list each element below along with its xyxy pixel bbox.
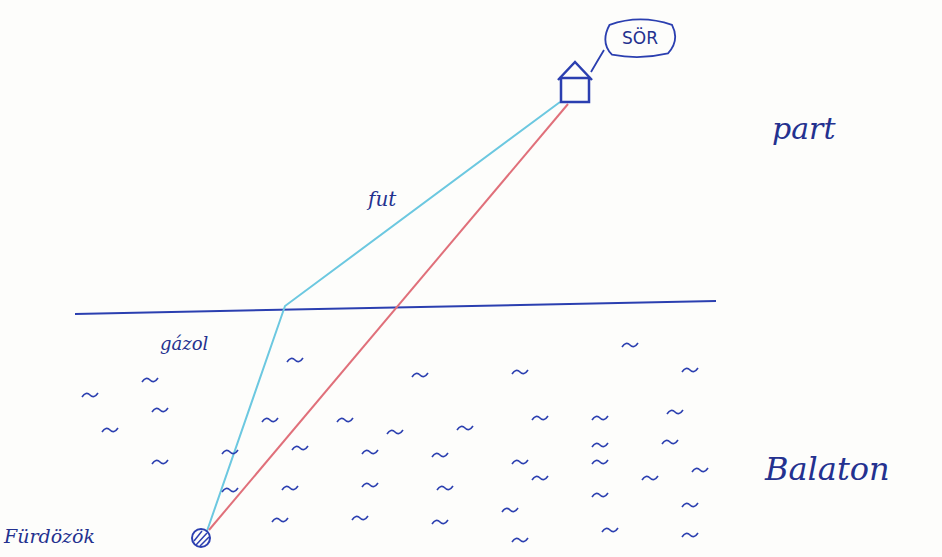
wave-stroke <box>412 373 428 377</box>
wave-stroke <box>512 538 528 542</box>
wave-stroke <box>287 358 303 362</box>
wave-stroke <box>622 343 638 347</box>
water-waves <box>82 343 708 542</box>
wave-stroke <box>437 486 453 490</box>
path-label: fut <box>368 188 396 210</box>
straight-path <box>209 104 568 530</box>
wave-stroke <box>642 476 658 480</box>
wave-stroke <box>82 393 98 397</box>
region-label: part <box>772 112 836 145</box>
wave-stroke <box>352 516 368 520</box>
wave-stroke <box>592 416 608 420</box>
region-label: Balaton <box>765 452 890 487</box>
wave-stroke <box>682 503 698 507</box>
wave-stroke <box>362 483 378 487</box>
house-icon <box>558 62 592 102</box>
wave-stroke <box>152 408 168 412</box>
wave-stroke <box>142 378 158 382</box>
wave-stroke <box>272 518 288 522</box>
bubble-text: SÖR <box>622 28 658 48</box>
wave-stroke <box>512 460 528 464</box>
speech-bubble: SÖR <box>600 16 680 60</box>
wave-stroke <box>222 488 238 492</box>
wave-stroke <box>532 416 548 420</box>
bathers-icon <box>192 529 210 547</box>
wave-stroke <box>692 468 708 472</box>
wave-stroke <box>592 443 608 447</box>
wave-stroke <box>662 440 678 444</box>
figure-label: Fürdözök <box>4 526 95 547</box>
wave-stroke <box>512 370 528 374</box>
wave-stroke <box>592 493 608 497</box>
wave-stroke <box>152 460 168 464</box>
bubble-tail <box>591 50 604 72</box>
wave-stroke <box>432 453 448 457</box>
wave-stroke <box>262 418 278 422</box>
wave-stroke <box>592 460 608 464</box>
wave-stroke <box>667 410 683 414</box>
path-label: gázol <box>160 334 208 354</box>
wave-stroke <box>362 450 378 454</box>
run-wade-path <box>207 102 560 531</box>
wave-stroke <box>222 450 238 454</box>
wave-stroke <box>387 430 403 434</box>
wave-stroke <box>102 428 118 432</box>
wave-stroke <box>532 476 548 480</box>
wave-stroke <box>602 528 618 532</box>
wave-stroke <box>682 533 698 537</box>
wave-stroke <box>502 508 518 512</box>
wave-stroke <box>432 520 448 524</box>
wave-stroke <box>292 446 308 450</box>
wave-stroke <box>682 368 698 372</box>
wave-stroke <box>282 486 298 490</box>
wave-stroke <box>457 426 473 430</box>
wave-stroke <box>337 418 353 422</box>
